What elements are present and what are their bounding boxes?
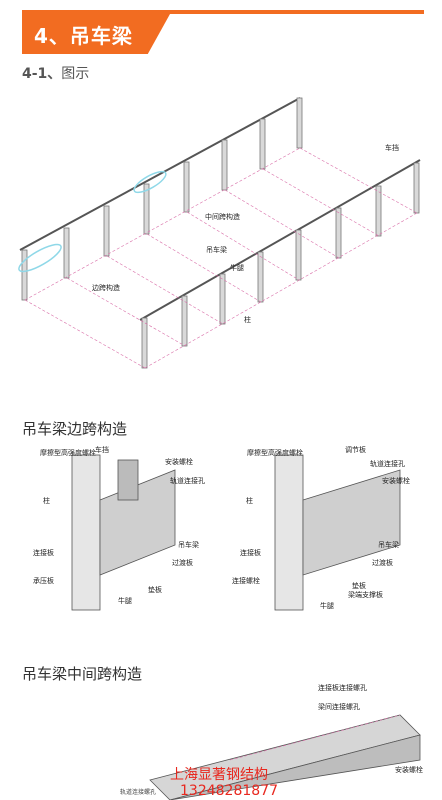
subsection-heading: 4-1、图示: [22, 63, 89, 83]
middle-caption: 吊车梁中间跨构造: [22, 665, 143, 683]
back-beam: [19, 97, 301, 251]
edge-left-label: 吊车梁: [178, 540, 199, 549]
edge-left-label: 安装螺栓: [165, 457, 193, 466]
edge-right-label: 柱: [246, 496, 253, 505]
edge-left-label: 轨道连接孔: [170, 476, 205, 485]
watermark-line1: 上海显著钢结构: [170, 767, 268, 783]
middle-beam-web: [169, 734, 421, 800]
middle-label-b: 梁间连接螺孔: [318, 702, 360, 711]
right-column: [274, 454, 304, 611]
edge-right-label: 牛腿: [320, 601, 334, 610]
middle-label-d: 轨道连接螺孔: [120, 789, 157, 796]
subsection-label: 图示: [61, 66, 90, 82]
label-rail: 车挡: [385, 143, 399, 152]
watermark: 上海显著钢结构 13248281877: [170, 767, 278, 799]
edge-right-label: 垫板: [352, 581, 366, 590]
back-columns: [21, 97, 303, 301]
middle-label-a: 连接板连接螺孔: [318, 683, 367, 692]
edge-left-label: 牛腿: [118, 596, 132, 605]
edge-right-label: 连接板: [240, 548, 261, 557]
label-middle-span: 中间跨构造: [205, 212, 240, 221]
middle-label-c: 安装螺栓: [395, 765, 423, 774]
front-columns: [141, 162, 420, 369]
section-banner: [22, 14, 170, 54]
edge-right-label: 调节板: [345, 445, 366, 454]
edge-right-label: 梁端支撑板: [348, 590, 383, 599]
edge-left-label: 连接板: [33, 548, 54, 557]
left-stopper: [117, 459, 139, 501]
edge-right-label: 摩擦型高强度螺栓: [247, 448, 303, 457]
subsection-number: 4-1、: [22, 66, 62, 82]
label-column: 柱: [244, 315, 251, 324]
watermark-line2: 13248281877: [180, 783, 278, 799]
label-bracket: 牛腿: [230, 263, 244, 272]
label-edge-span: 边跨构造: [92, 283, 120, 292]
edge-right-label: 过渡板: [372, 558, 393, 567]
front-beam: [139, 159, 421, 321]
edge-left-label: 柱: [43, 496, 50, 505]
top-rule: [22, 10, 424, 14]
edge-left-label: 过渡板: [172, 558, 193, 567]
edge-right-label: 轨道连接孔: [370, 459, 405, 468]
floor-grid: [24, 147, 418, 369]
edge-caption: 吊车梁边跨构造: [22, 420, 128, 438]
edge-right-label: 安装螺栓: [382, 476, 410, 485]
label-crane-beam: 吊车梁: [206, 245, 227, 254]
edge-left-label: 承压板: [33, 576, 54, 585]
right-beam: [302, 469, 401, 576]
edge-left-label: 车挡: [95, 445, 109, 454]
edge-left-label: 垫板: [148, 585, 162, 594]
highlights: [18, 170, 167, 273]
edge-right-label: 吊车梁: [378, 540, 399, 549]
section-title: 4、吊车梁: [34, 24, 133, 48]
left-column: [71, 454, 101, 611]
edge-right-label: 连接螺栓: [232, 576, 260, 585]
edge-left-label: 摩擦型高强度螺栓: [40, 448, 96, 457]
